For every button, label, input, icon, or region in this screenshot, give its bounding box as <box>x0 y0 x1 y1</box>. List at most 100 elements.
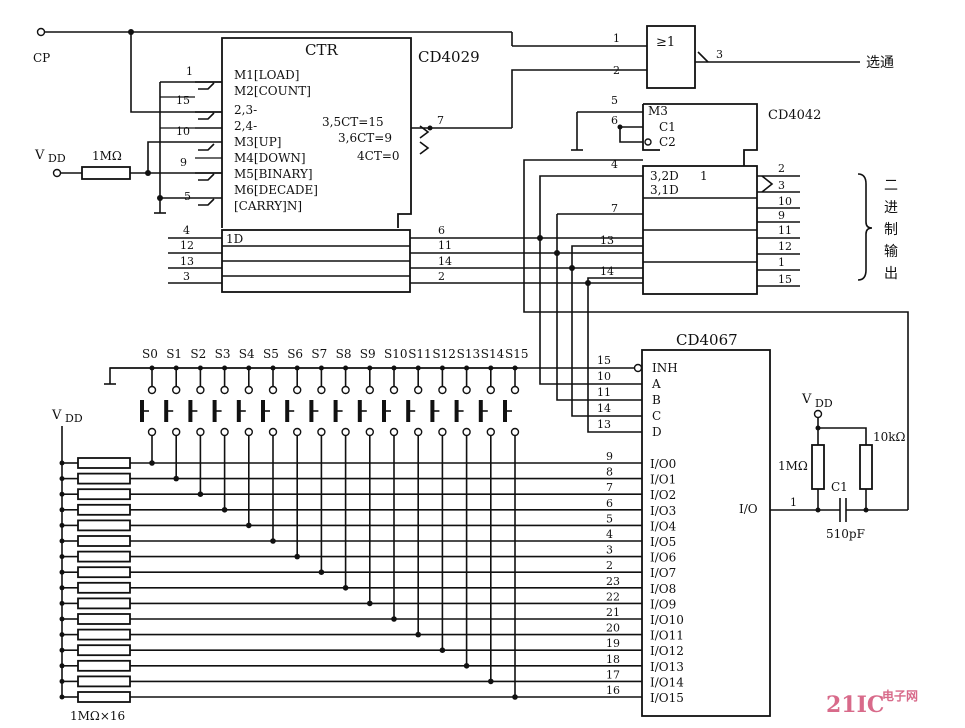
io-label-5: I/O5 <box>650 535 676 549</box>
pin-11: 11 <box>438 239 452 252</box>
switch-contact-top <box>268 385 278 395</box>
switch-row-node <box>270 538 276 544</box>
io-pin-0: 9 <box>606 450 613 463</box>
cd4042-c2-label: C2 <box>659 135 676 149</box>
cd4042-q-label: 1 <box>700 169 708 183</box>
cd4029-part: CD4029 <box>418 48 480 66</box>
r1-label: 1MΩ <box>778 459 808 473</box>
switch-contact-top <box>220 385 229 395</box>
switch-row-node <box>173 475 179 482</box>
io-pin-9: 22 <box>606 590 620 603</box>
cd4042-out-pin-9: 9 <box>778 209 785 222</box>
io-pin-13: 18 <box>606 653 620 666</box>
pullup-resistor-15 <box>77 691 131 703</box>
cd4029-pin-stubs <box>195 81 222 206</box>
cd4042-pin-7: 7 <box>611 202 618 215</box>
gate-symbol: ≥1 <box>656 35 675 50</box>
io-label-1: I/O1 <box>650 473 676 487</box>
pin-7: 7 <box>437 114 444 127</box>
strobe-output-label: 选通 <box>866 55 894 71</box>
switch-contact-top <box>462 385 471 395</box>
input-23-label: 2,3- <box>234 103 257 117</box>
a-pin: 10 <box>597 370 611 383</box>
bracket-char-3: 制 <box>884 222 898 238</box>
resistor-1m <box>811 444 825 490</box>
io-label-3: I/O3 <box>650 504 676 518</box>
gate-pin-1: 1 <box>613 32 620 45</box>
switch-label-8: S8 <box>336 347 352 361</box>
cd4042-c1-label: C1 <box>659 120 676 134</box>
io-pin-7: 2 <box>606 559 613 572</box>
pullup-resistor-6 <box>77 550 131 563</box>
switch-contact-bottom <box>317 427 326 437</box>
pullup-vdd: V DD 1MΩ×16 <box>51 408 125 723</box>
pullup-resistor-0 <box>77 457 131 469</box>
switch-row-node <box>463 663 470 669</box>
pin-9: 9 <box>180 156 187 169</box>
switch-label-11: S11 <box>408 347 432 361</box>
switch-contact-top <box>244 385 254 395</box>
io-pin-14: 17 <box>606 668 620 681</box>
switch-contact-top <box>438 385 447 395</box>
c1-value-label: 510pF <box>826 527 865 541</box>
io-label-9: I/O9 <box>650 597 676 611</box>
pullup-resistor-12 <box>77 644 131 657</box>
bracket-char-2: 进 <box>884 200 898 216</box>
carry-15-label: 3,5CT=15 <box>322 115 384 129</box>
switch-contact-top <box>147 385 157 395</box>
carry-0-label: 4CT=0 <box>357 149 400 163</box>
resistor-10k <box>859 444 873 490</box>
m4-down-label: M4[DOWN] <box>234 151 306 165</box>
cd4042-out-pin-11: 11 <box>778 224 792 237</box>
switch-label-3: S3 <box>215 347 231 361</box>
io-label-2: I/O2 <box>650 488 676 502</box>
io-label-11: I/O11 <box>650 629 684 643</box>
io-label-4: I/O4 <box>650 519 677 533</box>
switch-contact-bottom <box>438 427 447 437</box>
switch-contact-top <box>365 385 374 395</box>
cd4042-32d-label: 3,2D <box>650 169 679 183</box>
switch-label-6: S6 <box>287 347 303 361</box>
switch-label-12: S12 <box>432 347 456 361</box>
switch-label-2: S2 <box>190 347 206 361</box>
pullup-resistors <box>59 457 131 703</box>
switch-row-node <box>488 678 494 685</box>
io-label-15: I/O15 <box>650 691 684 705</box>
site-watermark: 21IC 电子网 <box>826 688 918 718</box>
pullup-resistor-1 <box>77 472 131 485</box>
rc-vdd-label: V <box>801 392 812 407</box>
switch-row-node <box>149 460 155 466</box>
io-label-13: I/O13 <box>650 660 684 674</box>
data-1d-label: 1D <box>226 232 243 246</box>
pin-1: 1 <box>186 65 193 78</box>
pullup-resistor-5 <box>77 535 131 547</box>
bracket-char-1: 二 <box>884 178 898 194</box>
switch-contact-bottom <box>414 427 423 437</box>
pin-15: 15 <box>176 94 190 107</box>
r2-label: 10kΩ <box>873 430 906 444</box>
b-pin: 11 <box>597 386 611 399</box>
cd4042-pin-5: 5 <box>611 94 618 107</box>
gate-pin-3: 3 <box>716 48 723 61</box>
cd4042-31d-label: 3,1D <box>650 183 679 197</box>
input-resistor <box>81 166 131 180</box>
pin-4: 4 <box>183 224 190 237</box>
pin-12: 12 <box>180 239 194 252</box>
d-label: D <box>652 425 662 439</box>
io-pin-8: 23 <box>606 575 620 588</box>
switch-label-9: S9 <box>360 347 376 361</box>
io-pin-4: 5 <box>606 512 613 525</box>
m1-load-label: M1[LOAD] <box>234 68 299 82</box>
switch-row-node <box>197 491 204 498</box>
switch-label-5: S5 <box>263 347 279 361</box>
switch-contact-top <box>196 385 205 395</box>
io-pin-2: 7 <box>606 481 613 494</box>
rc-vdd-sub: DD <box>815 397 833 410</box>
d-pin: 13 <box>597 418 611 431</box>
switch-contact-bottom <box>365 427 374 437</box>
switch-contact-bottom <box>462 427 471 437</box>
io-label-8: I/O8 <box>650 582 676 596</box>
m2-count-label: M2[COUNT] <box>234 84 311 98</box>
